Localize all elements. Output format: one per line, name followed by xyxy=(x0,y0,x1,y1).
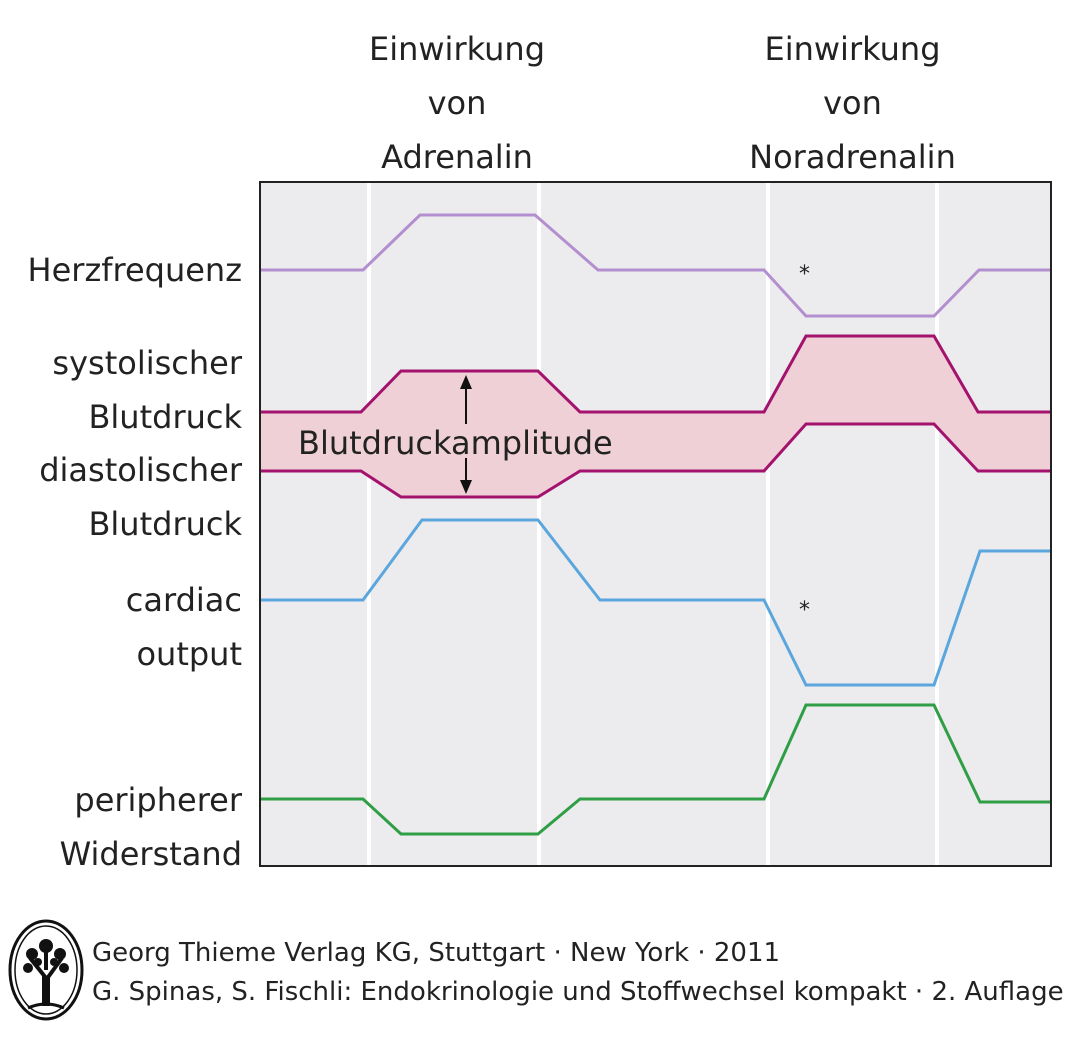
phase-line: Noradrenalin xyxy=(749,138,956,176)
diastolisch-line xyxy=(261,422,1050,499)
row-label-line: Blutdruck xyxy=(88,505,242,543)
phase-line: von xyxy=(427,84,487,122)
footer-citation: G. Spinas, S. Fischli: Endokrinologie un… xyxy=(92,977,1064,1007)
phase-label-adrenalin: Einwirkung von Adrenalin xyxy=(352,22,562,184)
row-label-line: Blutdruck xyxy=(88,398,242,436)
phase-line: Einwirkung xyxy=(764,30,941,68)
phase-label-noradrenalin: Einwirkung von Noradrenalin xyxy=(730,22,975,184)
phase-line: Einwirkung xyxy=(368,30,546,68)
panel-background xyxy=(259,181,1052,867)
row-label-herzfrequenz: Herzfrequenz xyxy=(28,243,242,297)
tree-seal-icon xyxy=(8,919,84,1021)
arrow-head-down-icon xyxy=(460,480,472,494)
herzfrequenz-line xyxy=(261,213,1050,318)
row-label-diastolisch: diastolischer Blutdruck xyxy=(39,443,242,551)
cardiac-output-line xyxy=(261,518,1050,687)
amplitude-label: Blutdruckamplitude xyxy=(298,424,613,462)
row-label-line: peripherer xyxy=(74,781,242,819)
arrow-head-up-icon xyxy=(460,375,472,389)
row-label-line: Herzfrequenz xyxy=(27,251,242,289)
row-label-line: systolischer xyxy=(52,344,242,382)
amplitude-band xyxy=(261,336,1050,497)
widerstand-line xyxy=(261,703,1050,836)
asterisk-cardiac: * xyxy=(799,598,810,623)
footer-publisher: Georg Thieme Verlag KG, Stuttgart · New … xyxy=(92,938,781,968)
row-label-line: output xyxy=(136,635,242,673)
systolisch-line xyxy=(261,334,1050,414)
row-label-line: cardiac xyxy=(125,581,242,619)
phase-line: Adrenalin xyxy=(381,138,533,176)
row-label-line: Widerstand xyxy=(59,835,242,873)
hemodynamics-diagram: Blutdruckamplitude * * xyxy=(259,181,1052,867)
phase-line: von xyxy=(823,84,882,122)
row-label-widerstand: peripherer Widerstand xyxy=(60,773,242,881)
asterisk-herzfrequenz: * xyxy=(799,262,810,287)
row-label-cardiac: cardiac output xyxy=(126,573,242,681)
row-label-line: diastolischer xyxy=(39,451,242,489)
row-label-systolisch: systolischer Blutdruck xyxy=(52,336,242,444)
